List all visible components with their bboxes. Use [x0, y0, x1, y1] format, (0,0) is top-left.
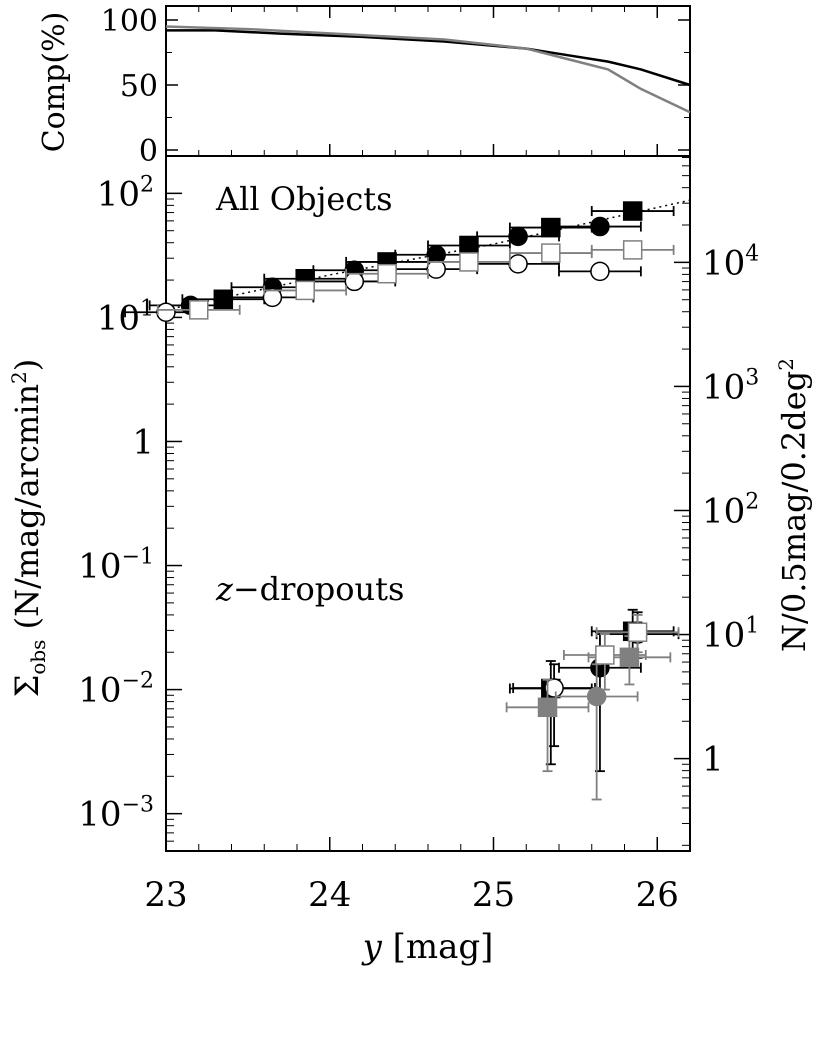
- xtick-label-23: 23: [144, 875, 187, 915]
- y2tick-label-1: 1: [702, 740, 724, 780]
- y2label-sup: 2: [774, 358, 798, 371]
- data-point-circle: [590, 261, 610, 282]
- comp-ytick-label-50: 50: [120, 69, 158, 104]
- data-point-square: [213, 289, 234, 310]
- ylabel-rest: (N/mag/arcmin: [8, 384, 46, 640]
- data-point-square: [619, 647, 640, 668]
- completeness-ticks: 100 50 0: [101, 4, 691, 169]
- data-point-square: [541, 217, 561, 238]
- xtick-label-24: 24: [308, 875, 351, 915]
- counts-y2label: N/0.5mag/0.2deg2: [774, 358, 813, 652]
- ytick-label-0.1: 10−1: [78, 545, 154, 587]
- ytick-label-0.001: 10−3: [78, 793, 154, 835]
- ylabel-sigma: Σ: [8, 675, 46, 698]
- ytick-label-100: 102: [97, 172, 154, 214]
- y2label-main: N/0.5mag/0.2deg: [775, 371, 813, 652]
- data-point-square: [622, 240, 643, 260]
- ytick-label-10: 101: [97, 296, 154, 338]
- series-7: [554, 663, 639, 801]
- data-point-square: [189, 300, 209, 320]
- annotation-all-objects: All Objects: [215, 180, 393, 218]
- annotation-all-objects-text: All Objects: [215, 180, 393, 218]
- data-point-circle: [544, 678, 564, 698]
- xlabel-rest: [mag]: [382, 927, 494, 967]
- data-point-square: [541, 243, 561, 263]
- comp-ytick-label-100: 100: [101, 4, 158, 39]
- data-point-square: [595, 645, 615, 665]
- data-point-circle: [508, 226, 528, 247]
- data-point-square: [377, 263, 397, 284]
- data-point-circle: [156, 302, 176, 323]
- data-point-circle: [508, 254, 528, 274]
- annotation-z-italic: z: [215, 570, 234, 608]
- completeness-panel: 100 50 0 Comp(%): [37, 4, 691, 169]
- data-point-square: [295, 280, 315, 301]
- data-point-square: [537, 697, 558, 718]
- completeness-curve-1: [165, 25, 691, 114]
- y2tick-label-10000: 104: [702, 241, 759, 283]
- data-point-circle: [262, 287, 283, 308]
- completeness-ylabel: Comp(%): [37, 12, 72, 153]
- annotation-z-dropouts: z−dropouts: [215, 570, 404, 608]
- y2tick-label-1000: 103: [702, 365, 759, 407]
- y2tick-label-100: 102: [702, 489, 759, 531]
- data-point-square: [627, 622, 648, 642]
- data-point-circle: [590, 216, 610, 237]
- ylabel-close: ): [8, 359, 46, 371]
- comp-ytick-label-0: 0: [139, 134, 158, 169]
- series-2: [124, 254, 642, 323]
- series-3: [156, 240, 675, 320]
- data-point-square: [459, 235, 479, 256]
- number-counts-panel: 23 24 25 26 102 101 1 10−1 10−2 10−3 104 103 102 101 1…: [7, 155, 813, 967]
- ylabel-sup: 2: [7, 371, 31, 384]
- ylabel-sub: obs: [26, 640, 50, 675]
- counts-ylabel: Σobs (N/mag/arcmin2): [7, 359, 50, 698]
- ytick-label-1: 1: [132, 422, 154, 462]
- y2tick-label-10: 101: [702, 614, 759, 656]
- counts-xlabel: y [mag]: [361, 927, 494, 967]
- completeness-lines: [165, 25, 691, 114]
- data-point-circle: [586, 686, 607, 707]
- annotation-z-rest: −dropouts: [233, 570, 405, 608]
- data-point-circle: [344, 271, 365, 292]
- xtick-label-25: 25: [472, 875, 515, 915]
- series-9: [563, 613, 680, 691]
- data-point-square: [622, 201, 643, 221]
- xlabel-symbol: y: [361, 927, 383, 967]
- xtick-label-26: 26: [636, 875, 679, 915]
- data-point-square: [459, 252, 479, 272]
- data-points-layer: [124, 201, 680, 801]
- ytick-label-0.01: 10−2: [78, 669, 154, 711]
- counts-ticks: 23 24 25 26 102 101 1 10−1 10−2 10−3 104 103 102 101 1: [78, 155, 759, 915]
